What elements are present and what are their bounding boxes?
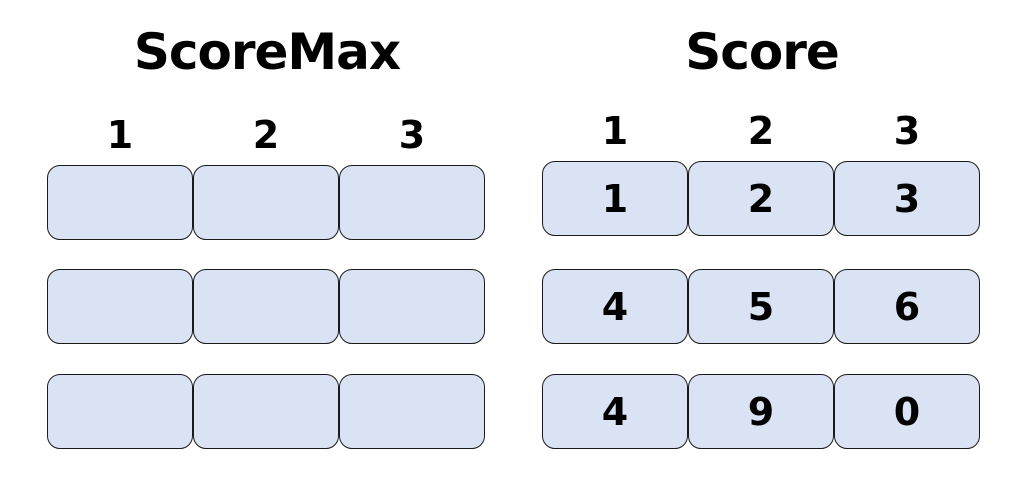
scoremax-cell [193, 165, 339, 240]
score-column-header: 2 [747, 109, 775, 153]
score-column-header: 3 [893, 109, 921, 153]
scoremax-panel: ScoreMax 1 2 3 [47, 0, 487, 485]
score-column-header: 1 [601, 109, 629, 153]
score-cell: 1 [542, 161, 688, 236]
score-cell: 2 [688, 161, 834, 236]
scoremax-cell [193, 374, 339, 449]
scoremax-cell [47, 165, 193, 240]
scoremax-column-header: 1 [106, 113, 134, 157]
scoremax-cell [47, 269, 193, 344]
score-panel: Score 1 2 3 1 2 3 4 5 6 4 9 0 [542, 0, 982, 485]
score-title: Score [685, 23, 840, 81]
score-cell: 6 [834, 269, 980, 344]
scoremax-cell [339, 269, 485, 344]
score-cell: 5 [688, 269, 834, 344]
score-cell: 0 [834, 374, 980, 449]
scoremax-cell [339, 165, 485, 240]
score-cell: 4 [542, 269, 688, 344]
scoremax-cell [193, 269, 339, 344]
scoremax-cell [339, 374, 485, 449]
score-cell: 4 [542, 374, 688, 449]
scoremax-title: ScoreMax [133, 23, 401, 81]
scoremax-column-header: 2 [252, 113, 280, 157]
score-cell: 3 [834, 161, 980, 236]
score-cell: 9 [688, 374, 834, 449]
scoremax-column-header: 3 [398, 113, 426, 157]
scoremax-cell [47, 374, 193, 449]
